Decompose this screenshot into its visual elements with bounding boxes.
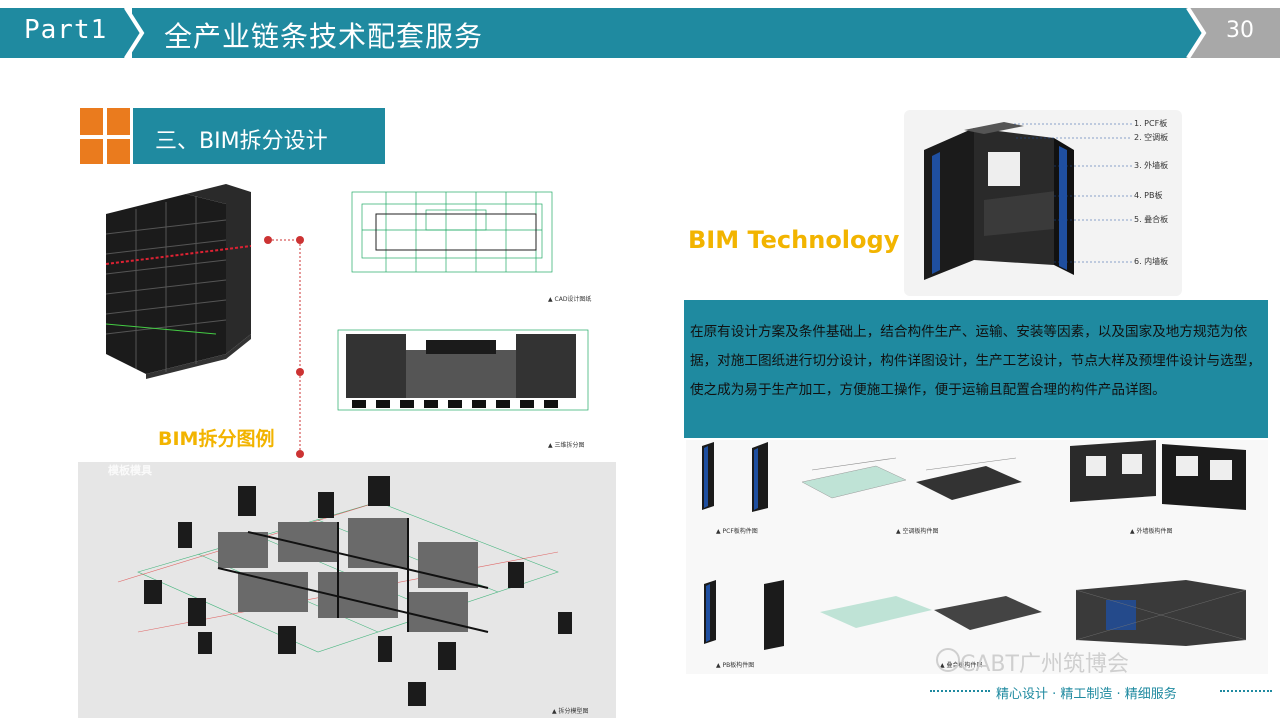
exploded-model-image xyxy=(117,476,572,706)
layer-label-3: 3. 外墙板 xyxy=(1134,161,1169,170)
component-grid xyxy=(686,440,1268,674)
wechat-icon xyxy=(936,648,960,672)
caption-ac-board: ▲ 空调板构件图 xyxy=(896,528,939,535)
page-title: 全产业链条技术配套服务 xyxy=(164,20,484,53)
header-bar xyxy=(132,8,1202,58)
page-number: 30 xyxy=(1226,18,1254,43)
header-part-chevron xyxy=(0,8,145,58)
part-label: Part1 xyxy=(24,15,108,45)
section-tag xyxy=(133,108,385,164)
layer-label-5: 5. 叠合板 xyxy=(1134,215,1169,224)
footer-dots-left xyxy=(930,690,990,692)
layer-label-4: 4. PB板 xyxy=(1134,191,1163,200)
section-title: 三、BIM拆分设计 xyxy=(155,129,328,154)
page-chevron xyxy=(1180,8,1207,58)
caption-cad: ▲ CAD设计图纸 xyxy=(548,296,592,303)
caption-pb: ▲ PB板构件图 xyxy=(716,662,755,669)
layer-label-2: 2. 空调板 xyxy=(1134,133,1169,142)
bim-legend-title: BIM拆分图例 xyxy=(158,428,275,450)
layers-diagram xyxy=(904,110,1182,296)
caption-exterior-wall: ▲ 外墙板构件图 xyxy=(1130,528,1173,535)
bim-split-panel xyxy=(76,164,616,460)
section-icon xyxy=(80,108,130,166)
description-box xyxy=(684,300,1268,438)
caption-split-model: ▲ 拆分模型图 xyxy=(552,708,589,715)
caption-composite: ▲ 叠合板构件图 xyxy=(940,662,983,669)
footer-slogan: 精心设计 · 精工制造 · 精细服务 xyxy=(996,687,1177,702)
component-layers-image xyxy=(904,110,1182,296)
layer-label-1: 1. PCF板 xyxy=(1134,119,1168,128)
footer-brand: CABT广州筑博会 xyxy=(960,652,1129,677)
description-text: 在原有设计方案及条件基础上，结合构件生产、运输、安装等因素，以及国家及地方规范为… xyxy=(690,324,1261,398)
caption-pcf: ▲ PCF板构件图 xyxy=(716,528,758,535)
exploded-model-panel xyxy=(78,462,616,718)
bim-technology-title: BIM Technology xyxy=(688,226,900,254)
component-images xyxy=(702,440,1247,650)
layer-label-6: 6. 内墙板 xyxy=(1134,257,1169,266)
caption-3d-split: ▲ 三维拆分图 xyxy=(548,442,585,449)
footer-dots-right xyxy=(1220,690,1272,692)
model-label: 模板模具 xyxy=(108,464,152,477)
building-model-image xyxy=(105,184,589,458)
